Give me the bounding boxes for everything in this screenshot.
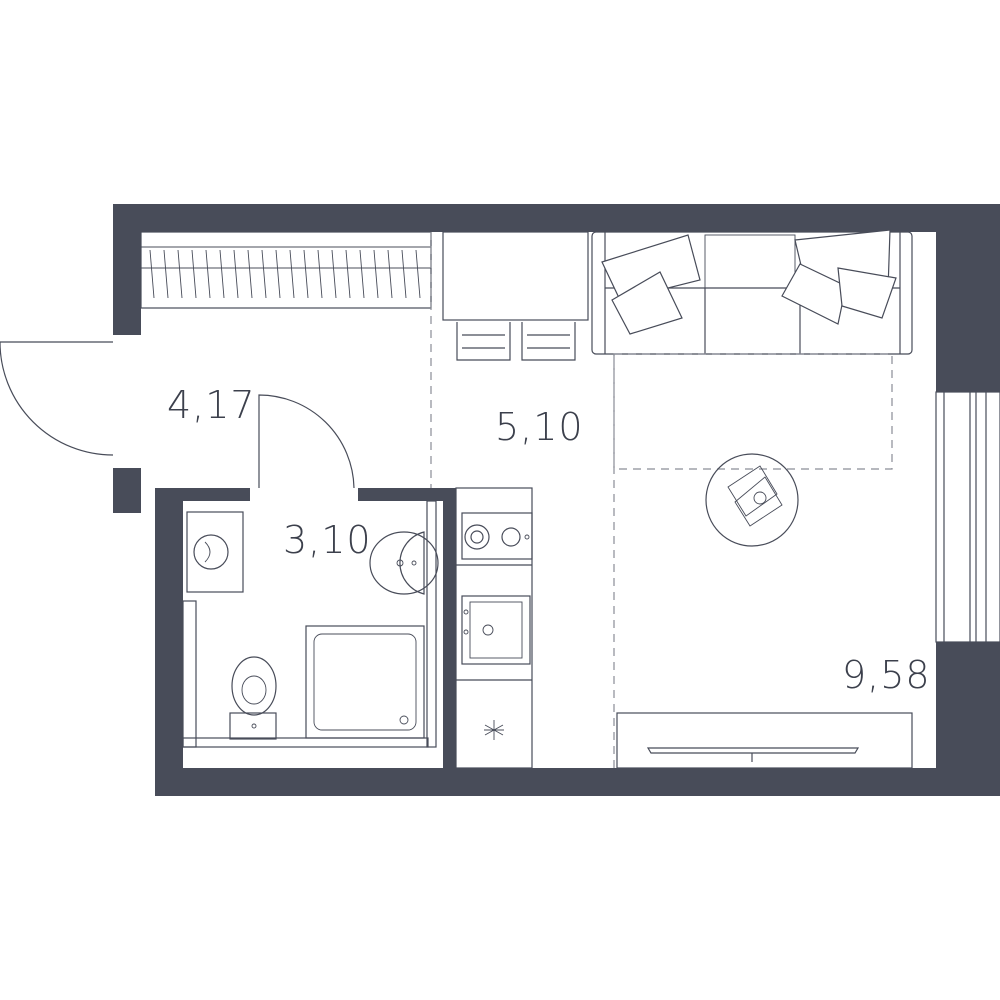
hanger-line	[345, 249, 351, 299]
shower-tray-icon	[305, 625, 425, 739]
bar-stool-icon	[456, 322, 511, 361]
fridge-icon	[484, 720, 504, 740]
hanger-line	[373, 249, 379, 299]
hanger-line	[247, 249, 253, 299]
door-swing-icon	[0, 341, 114, 456]
washing-machine-icon	[186, 511, 244, 593]
bathroom-door	[258, 394, 355, 489]
area-label-hall: 4,17	[167, 383, 256, 427]
hanger-line	[261, 249, 267, 299]
hanger-line	[331, 249, 337, 299]
area-label-bathroom: 3,10	[283, 518, 372, 562]
area-label-kitchen: 5,10	[495, 405, 584, 449]
hanger-line	[275, 249, 281, 299]
hanger-line	[163, 249, 169, 299]
coffee-table-icon	[705, 453, 799, 547]
dining-table	[442, 231, 589, 321]
wardrobe-icon	[140, 231, 432, 309]
pillow-icon	[601, 229, 897, 335]
hanger-line	[317, 249, 323, 299]
hanger-line	[177, 249, 183, 299]
hanger-line	[205, 249, 211, 299]
window-icon	[935, 391, 1000, 643]
hanger-line	[359, 249, 365, 299]
hanger-line	[401, 249, 407, 299]
hanger-line	[233, 249, 239, 299]
hanger-line	[149, 249, 155, 299]
kitchen-sink-icon	[461, 595, 531, 665]
tv-icon	[646, 747, 860, 762]
area-label-living: 9,58	[842, 653, 931, 697]
bar-stool-icon	[521, 322, 576, 361]
tv-stand	[616, 712, 913, 769]
walls	[113, 204, 1000, 796]
cooktop-icon	[461, 512, 533, 560]
hanger-line	[219, 249, 225, 299]
wardrobe	[140, 231, 432, 309]
sink-icon	[369, 531, 439, 595]
hanger-line	[387, 249, 393, 299]
entrance-door	[0, 341, 114, 456]
door-swing-icon	[258, 394, 355, 489]
hanger-line	[303, 249, 309, 299]
hanger-line	[289, 249, 295, 299]
zone-boundaries	[430, 232, 893, 768]
toilet-icon	[229, 656, 277, 740]
hanger-line	[415, 249, 421, 299]
kitchen-counter	[455, 487, 533, 769]
hanger-line	[191, 249, 197, 299]
